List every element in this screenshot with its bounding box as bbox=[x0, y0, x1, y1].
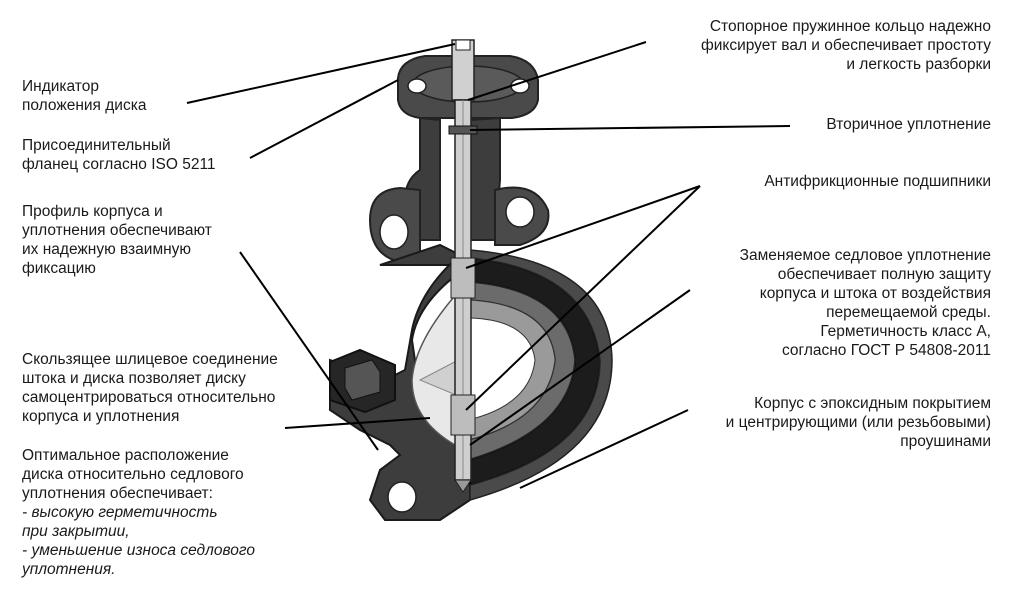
label-spline: Скользящее шлицевое соединение штока и д… bbox=[22, 350, 278, 426]
label-flange: Присоединительный фланец согласно ISO 52… bbox=[22, 136, 216, 174]
label-profile-line: их надежную взаимную bbox=[22, 241, 192, 258]
label-spline-line: самоцентрироваться относительно bbox=[22, 389, 276, 406]
label-profile-line: уплотнения обеспечивают bbox=[22, 222, 212, 239]
upper-lug bbox=[368, 186, 550, 264]
valve-body-section bbox=[329, 243, 474, 521]
label-retaining-ring-line: фиксирует вал и обеспечивает простоту bbox=[700, 37, 991, 54]
label-seat-line: перемещаемой среды. bbox=[826, 304, 991, 321]
label-seat: Заменяемое седловое уплотнение обеспечив… bbox=[740, 246, 991, 360]
label-secondary-seal: Вторичное уплотнение bbox=[826, 115, 991, 134]
label-optimal-line: Оптимальное расположение bbox=[22, 447, 229, 464]
label-seat-line: Герметичность класс А, bbox=[820, 323, 991, 340]
label-indicator: Индикатор положения диска bbox=[22, 77, 146, 115]
label-optimal-bullet: - уменьшение износа седлового bbox=[22, 542, 255, 559]
label-spline-line: Скользящее шлицевое соединение bbox=[22, 351, 278, 368]
label-seat-line: Заменяемое седловое уплотнение bbox=[739, 247, 991, 264]
label-indicator-line: Индикатор bbox=[22, 78, 99, 95]
stem bbox=[448, 39, 478, 493]
label-seat-line: обеспечивает полную защиту bbox=[777, 266, 991, 283]
label-profile: Профиль корпуса и уплотнения обеспечиваю… bbox=[22, 202, 212, 278]
label-flange-line: фланец согласно ISO 5211 bbox=[22, 156, 216, 173]
label-optimal-line: диска относительно седлового bbox=[22, 466, 244, 483]
label-seat-line: согласно ГОСТ Р 54808-2011 bbox=[781, 342, 991, 359]
label-seat-line: корпуса и штока от воздействия bbox=[759, 285, 991, 302]
leader-lines bbox=[186, 41, 791, 489]
label-optimal-line: уплотнения обеспечивает: bbox=[22, 485, 213, 502]
label-optimal-bullet: при закрытии, bbox=[22, 523, 130, 540]
label-profile-line: фиксацию bbox=[22, 260, 96, 277]
label-body-line: и центрирующими (или резьбовыми) bbox=[725, 414, 991, 431]
label-optimal-bullet: - высокую герметичность bbox=[22, 504, 218, 521]
label-retaining-ring-line: и легкость разборки bbox=[846, 56, 991, 73]
label-secondary-seal-line: Вторичное уплотнение bbox=[826, 116, 991, 133]
label-profile-line: Профиль корпуса и bbox=[22, 203, 163, 220]
label-bearings: Антифрикционные подшипники bbox=[764, 172, 991, 191]
label-bearings-line: Антифрикционные подшипники bbox=[764, 173, 991, 190]
label-optimal-bullet: уплотнения. bbox=[22, 561, 116, 578]
label-spline-line: корпуса и уплотнения bbox=[22, 408, 180, 425]
label-body-line: Корпус с эпоксидным покрытием bbox=[754, 395, 991, 412]
lower-lug-hole bbox=[387, 481, 417, 513]
label-indicator-line: положения диска bbox=[22, 97, 147, 114]
label-optimal: Оптимальное расположение диска относител… bbox=[22, 446, 255, 579]
label-body-line: проушинами bbox=[900, 433, 991, 450]
label-retaining-ring: Стопорное пружинное кольцо надежно фикси… bbox=[701, 17, 991, 74]
label-spline-line: штока и диска позволяет диску bbox=[22, 370, 246, 387]
label-retaining-ring-line: Стопорное пружинное кольцо надежно bbox=[709, 18, 991, 35]
label-body: Корпус с эпоксидным покрытием и центриру… bbox=[726, 394, 991, 451]
label-flange-line: Присоединительный bbox=[22, 137, 171, 154]
